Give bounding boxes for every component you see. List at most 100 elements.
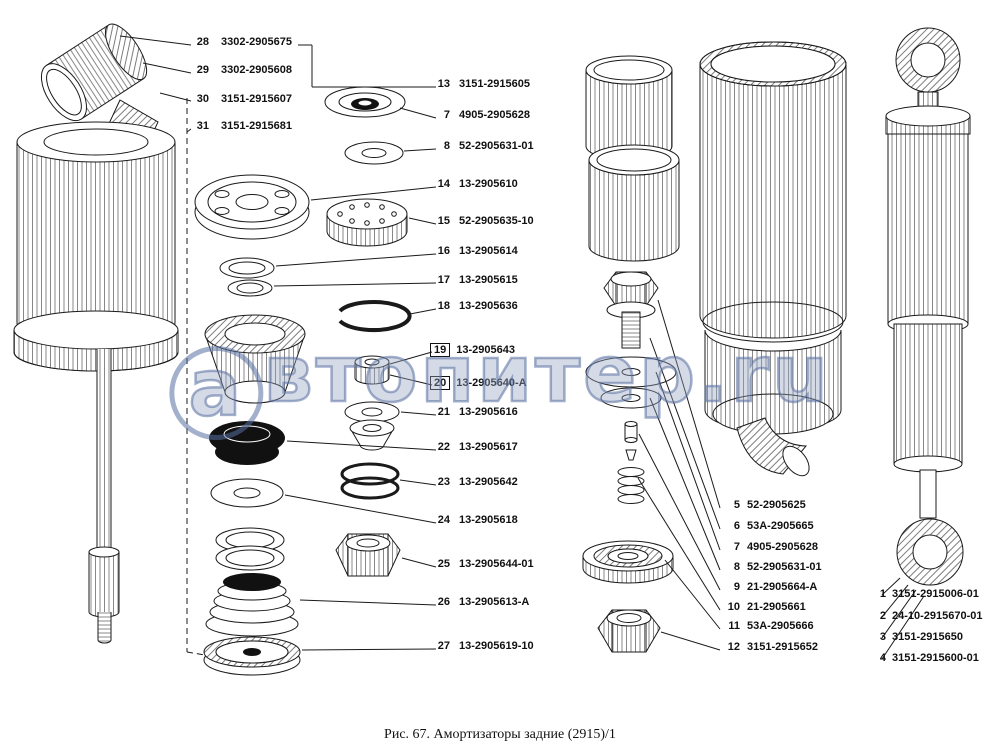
part-ref-number: 10 [727, 601, 740, 613]
part-ref-number: 28 [196, 36, 209, 48]
part-code: 13-2905644-01 [459, 558, 534, 570]
part-code: 52-2905631-01 [747, 561, 822, 573]
part-ref-number: 8 [443, 140, 450, 152]
part-label-5: 5 52-2905625 [724, 499, 806, 511]
part-ref-number: 31 [196, 120, 209, 132]
outer-cylinder-drawing [699, 41, 847, 477]
assembled-shock-drawing [885, 27, 971, 586]
part-label-3: 3 3151-2915650 [876, 631, 963, 643]
part-ref-number: 3 [879, 631, 886, 643]
part-code: 13-2905610 [459, 178, 518, 190]
part-code: 52-2905635-10 [459, 215, 534, 227]
exploded-right-subcolumn [324, 86, 412, 577]
part-ref-number: 4 [879, 652, 886, 664]
part-code: 13-2905613-A [459, 596, 530, 608]
part-label-15: 15 52-2905635-10 [430, 215, 534, 227]
part-label-27: 27 13-2905619-10 [430, 640, 534, 652]
part-label-23: 23 13-2905642 [430, 476, 518, 488]
part-code: 3151-2915006-01 [892, 588, 979, 600]
part-ref-number: 15 [437, 215, 450, 227]
part-ref-number: 11 [728, 620, 740, 632]
figure-caption: Рис. 67. Амортизаторы задние (2915)/1 [384, 727, 616, 742]
leader-lines [119, 35, 925, 660]
part-label-14: 14 13-2905610 [430, 178, 518, 190]
part-ref-number: 12 [727, 641, 740, 653]
part-ref-number: 1 [879, 588, 886, 600]
part-label-7: 7 4905-2905628 [430, 109, 530, 121]
part-label-24: 24 13-2905618 [430, 514, 518, 526]
part-label-25: 25 13-2905644-01 [430, 558, 534, 570]
part-ref-number: 25 [437, 558, 450, 570]
part-label-22: 22 13-2905617 [430, 441, 518, 453]
part-ref-number: 9 [733, 581, 740, 593]
reservoir-assembly-drawing [13, 23, 179, 644]
part-code: 21-2905661 [747, 601, 806, 613]
part-label-12: 12 3151-2915652 [724, 641, 818, 653]
part-ref-number: 23 [437, 476, 450, 488]
part-ref-number: 17 [437, 274, 450, 286]
part-label-28: 28 3302-2905675 [193, 36, 292, 48]
part-label-31: 31 3151-2915681 [193, 120, 292, 132]
part-code: 3302-2905675 [221, 36, 292, 48]
part-ref-number: 2 [879, 610, 886, 622]
part-code: 3151-2915652 [747, 641, 818, 653]
top-eye-drawing [895, 27, 961, 93]
part-ref-number: 27 [437, 640, 450, 652]
part-ref-number: 19 [430, 343, 451, 357]
part-label-21: 21 13-2905616 [430, 406, 518, 418]
part-code: 3151-2915600-01 [892, 652, 979, 664]
part-ref-number: 8 [733, 561, 740, 573]
exploded-left-subcolumn [194, 174, 310, 676]
part-code: 3151-2915681 [221, 120, 292, 132]
part-code: 3151-2915650 [892, 631, 963, 643]
part-ref-number: 24 [437, 514, 450, 526]
part-ref-number: 22 [437, 441, 450, 453]
part-code: 52-2905631-01 [459, 140, 534, 152]
part-label-20: 20 13-2905640-A [430, 376, 527, 390]
part-label-13: 13 3151-2915605 [430, 78, 530, 90]
part-label-26: 26 13-2905613-A [430, 596, 530, 608]
part-label-8: 8 52-2905631-01 [430, 140, 534, 152]
part-label-8b: 8 52-2905631-01 [724, 561, 822, 573]
part-code: 3151-2915605 [459, 78, 530, 90]
part-code: 52-2905625 [747, 499, 806, 511]
tilted-cylinder-drawing [40, 23, 148, 122]
part-code: 53А-2905665 [747, 520, 814, 532]
part-code: 4905-2905628 [747, 541, 818, 553]
part-ref-number: 14 [437, 178, 450, 190]
part-code: 13-2905617 [459, 441, 518, 453]
part-code: 4905-2905628 [459, 109, 530, 121]
part-code: 13-2905642 [459, 476, 518, 488]
part-ref-number: 5 [733, 499, 740, 511]
part-code: 3151-2915607 [221, 93, 292, 105]
part-label-4: 4 3151-2915600-01 [876, 652, 979, 664]
threaded-tip-drawing [97, 612, 112, 644]
part-label-10: 10 21-2905661 [724, 601, 806, 613]
part-code: 53А-2905666 [747, 620, 814, 632]
part-ref-number: 7 [443, 109, 450, 121]
part-code: 13-2905640-A [456, 377, 527, 389]
part-code: 13-2905616 [459, 406, 518, 418]
bottom-eye-drawing [896, 518, 964, 586]
part-label-11: 11 53А-2905666 [724, 620, 814, 632]
part-ref-number: 26 [437, 596, 450, 608]
part-code: 13-2905619-10 [459, 640, 534, 652]
sleeve-cylinders-drawing [585, 55, 680, 262]
part-ref-number: 21 [437, 406, 450, 418]
part-ref-number: 16 [437, 245, 450, 257]
part-ref-number: 13 [437, 78, 450, 90]
part-code: 13-2905618 [459, 514, 518, 526]
part-code: 24-10-2915670-01 [892, 610, 983, 622]
part-ref-number: 18 [437, 300, 450, 312]
part-ref-number: 20 [430, 376, 451, 390]
